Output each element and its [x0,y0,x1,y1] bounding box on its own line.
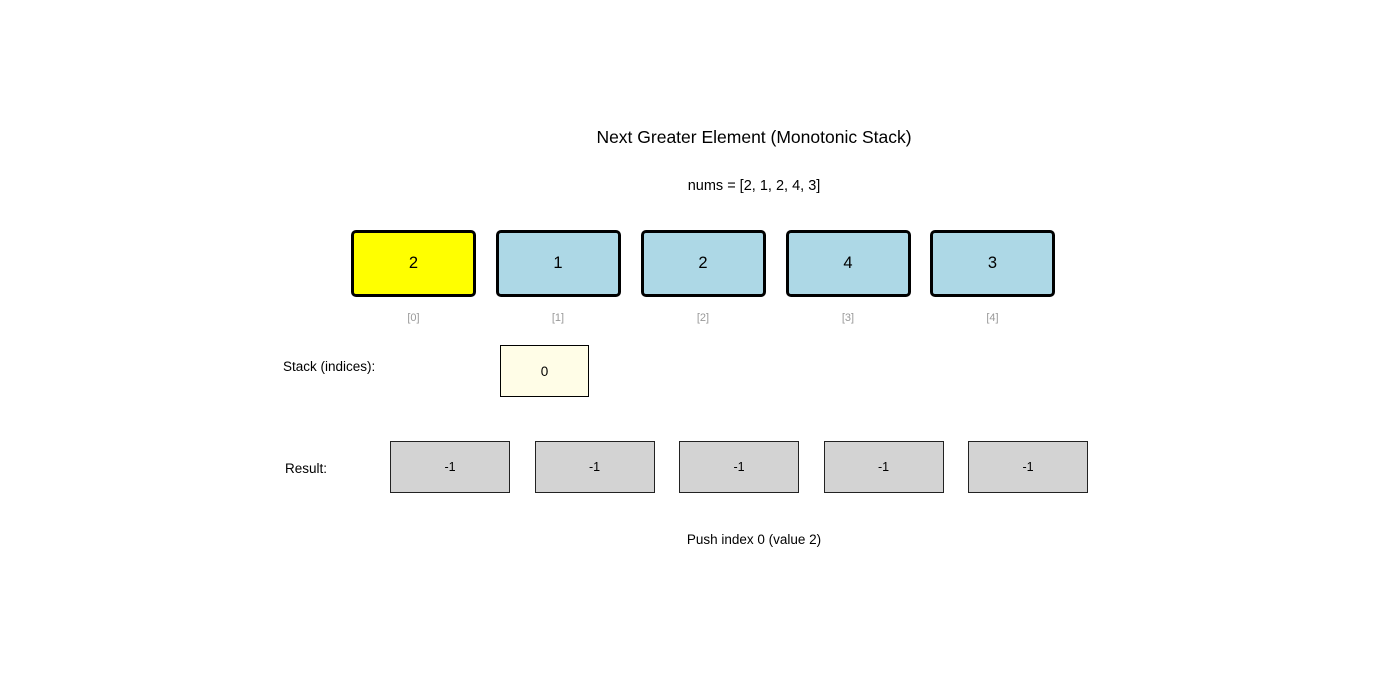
array-index-label: [4] [986,312,999,324]
result-cell-box-1: -1 [534,441,655,493]
result-cell-box-4: -1 [968,441,1088,493]
array-cell-0: 2 [0] [351,230,476,324]
stack-item-box: 0 [500,345,589,397]
result-cell-box-3: -1 [823,441,944,493]
array-cell-box: 1 [495,230,621,297]
array-index-label: [2] [696,312,710,324]
array-cell-4: 3 [4] [930,230,1055,324]
result-row-label: Result: [285,461,328,476]
step-status-caption: Push index 0 (value 2) [686,532,822,547]
array-cell-1: 1 [1] [495,230,621,324]
array-cell-2: 2 [2] [640,230,766,324]
result-cell-box-2: -1 [679,441,799,493]
array-cell-box: 4 [785,230,911,297]
array-index-label: [1] [551,312,565,324]
array-cell-box: 2 [351,230,476,297]
diagram-title: Next Greater Element (Monotonic Stack) [596,127,912,147]
nums-array-caption: nums = [2, 1, 2, 4, 3] [687,178,821,194]
array-cell-box: 2 [640,230,766,297]
array-cell-box: 3 [930,230,1055,297]
result-cell-box-0: -1 [390,441,510,493]
array-cell-3: 4 [3] [785,230,911,324]
array-index-label: [0] [407,312,420,324]
stack-row-label: Stack (indices): [283,359,376,374]
array-index-label: [3] [841,312,855,324]
